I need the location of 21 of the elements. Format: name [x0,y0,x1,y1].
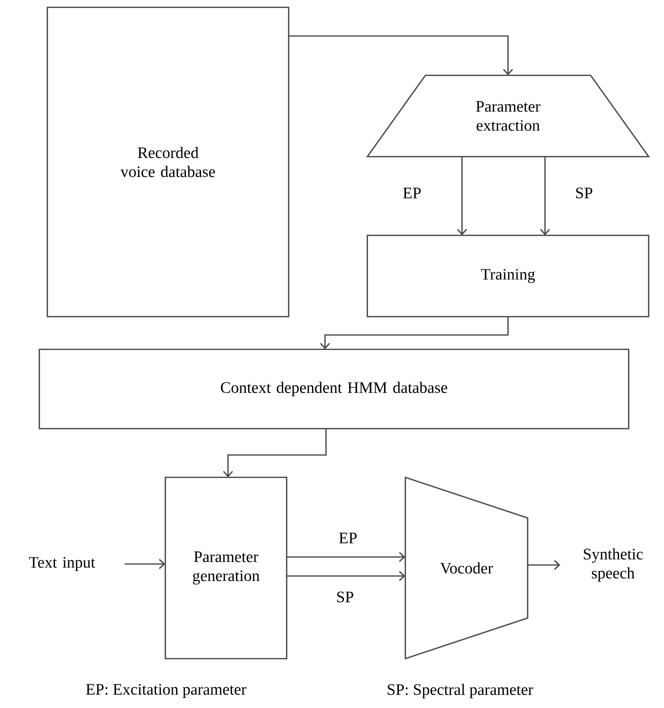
arrow [286,552,406,562]
arrow [457,156,467,236]
database-box: Recorded voice database [46,6,290,318]
edge-label: SP [337,592,354,602]
output-label: Synthetic speech [584,548,643,582]
arrow [288,35,513,76]
database-box: Context dependent HMM database [38,348,630,430]
process-box: Parameter generation [164,476,288,660]
arrow [124,559,166,569]
edge-label: EP [403,188,421,198]
edge-label: SP [576,188,592,198]
arrow [320,316,509,350]
arrow [528,560,560,570]
input-label: Text input [29,557,96,571]
arrow [540,156,550,236]
edge-label: EP [339,532,357,544]
footnote-text: SP: Spectral parameter [388,684,534,698]
footnote-text: EP: Excitation parameter [86,684,246,698]
process-box: Training [366,234,650,318]
arrow [286,571,406,581]
arrow [223,428,327,478]
